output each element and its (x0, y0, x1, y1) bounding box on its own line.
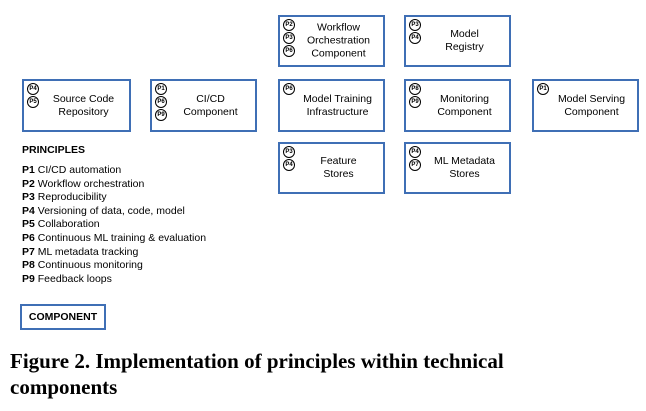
principle-text: Continuous ML training & evaluation (37, 231, 207, 244)
principle-badge: P1 (155, 83, 167, 95)
component-label: Model Registry (445, 28, 484, 53)
principle-item: P1 CI/CD automation (22, 164, 206, 178)
component-model-training-infrastructure: P6 Model Training Infrastructure (278, 79, 385, 132)
principle-badge: P4 (27, 83, 39, 95)
principle-item: P7 ML metadata tracking (22, 246, 206, 260)
principle-code: P7 (22, 245, 35, 258)
principle-item: P4 Versioning of data, code, model (22, 205, 206, 219)
principle-badge: P3 (409, 19, 421, 31)
principle-badge: P3 (283, 146, 295, 158)
principle-badges: P6 (283, 83, 295, 95)
principles-heading: PRINCIPLES (22, 144, 86, 156)
principle-item: P6 Continuous ML training & evaluation (22, 232, 206, 246)
principle-text: Workflow orchestration (37, 177, 145, 190)
principle-code: P4 (22, 204, 35, 217)
principle-code: P1 (22, 164, 35, 176)
principle-item: P3 Reproducibility (22, 191, 206, 205)
principle-item: P5 Collaboration (22, 218, 206, 232)
principle-badge: P2 (283, 19, 295, 31)
principle-text: CI/CD automation (37, 164, 122, 176)
principle-item: P9 Feedback loops (22, 273, 206, 287)
component-label: Model Training Infrastructure (303, 92, 372, 118)
principles-list: P1 CI/CD automation P2 Workflow orchestr… (22, 164, 206, 286)
component-label: Monitoring Component (437, 92, 492, 118)
principle-code: P8 (22, 259, 35, 272)
principle-code: P9 (22, 272, 35, 285)
principle-badge: P4 (409, 32, 421, 44)
component-feature-stores: P3 P4 Feature Stores (278, 142, 385, 194)
component-label: Feature Stores (320, 155, 357, 180)
principle-badges: P4 P7 (409, 146, 421, 171)
component-label: Model Serving Component (557, 92, 626, 118)
component-monitoring: P8 P9 Monitoring Component (404, 79, 511, 132)
component-source-code-repository: P4 P5 Source Code Repository (22, 79, 131, 132)
principle-text: Collaboration (37, 218, 100, 231)
principle-badge: P9 (409, 96, 421, 108)
principle-text: Continuous monitoring (37, 259, 143, 272)
component-cicd: P1 P6 P9 CI/CD Component (150, 79, 257, 132)
principle-badge: P6 (155, 96, 167, 108)
component-label: ML Metadata Stores (434, 155, 495, 180)
principle-badge: P6 (283, 45, 295, 57)
principle-code: P6 (22, 231, 35, 244)
principle-text: Versioning of data, code, model (37, 204, 185, 217)
legend-component-box: COMPONENT (20, 304, 106, 330)
principle-badges: P2 P3 P6 (283, 19, 295, 57)
principle-code: P5 (22, 218, 35, 231)
principle-text: ML metadata tracking (37, 245, 139, 258)
principle-badges: P4 P5 (27, 83, 39, 108)
principle-code: P3 (22, 191, 35, 204)
principle-badges: P1 (537, 83, 549, 95)
component-label: CI/CD Component (183, 92, 238, 118)
principle-badge: P7 (409, 159, 421, 171)
component-ml-metadata-stores: P4 P7 ML Metadata Stores (404, 142, 511, 194)
component-label: Source Code Repository (52, 92, 115, 118)
principle-item: P2 Workflow orchestration (22, 178, 206, 192)
principle-badge: P4 (283, 159, 295, 171)
principle-badge: P6 (283, 83, 295, 95)
principle-badge: P9 (155, 109, 167, 121)
principle-badges: P8 P9 (409, 83, 421, 108)
principle-item: P8 Continuous monitoring (22, 259, 206, 273)
principle-badge: P8 (409, 83, 421, 95)
principle-text: Reproducibility (37, 191, 107, 204)
principle-badge: P3 (283, 32, 295, 44)
component-model-registry: P3 P4 Model Registry (404, 15, 511, 67)
principle-badge: P1 (537, 83, 549, 95)
principle-code: P2 (22, 177, 35, 190)
principle-badges: P3 P4 (283, 146, 295, 171)
component-model-serving: P1 Model Serving Component (532, 79, 639, 132)
component-label: Workflow Orchestration Component (306, 21, 371, 60)
principle-text: Feedback loops (37, 272, 112, 285)
principle-badges: P1 P6 P9 (155, 83, 167, 121)
principle-badge: P5 (27, 96, 39, 108)
principle-badge: P4 (409, 146, 421, 158)
component-workflow-orchestration: P2 P3 P6 Workflow Orchestration Componen… (278, 15, 385, 67)
principle-badges: P3 P4 (409, 19, 421, 44)
figure-caption: Figure 2. Implementation of principles w… (10, 349, 504, 399)
